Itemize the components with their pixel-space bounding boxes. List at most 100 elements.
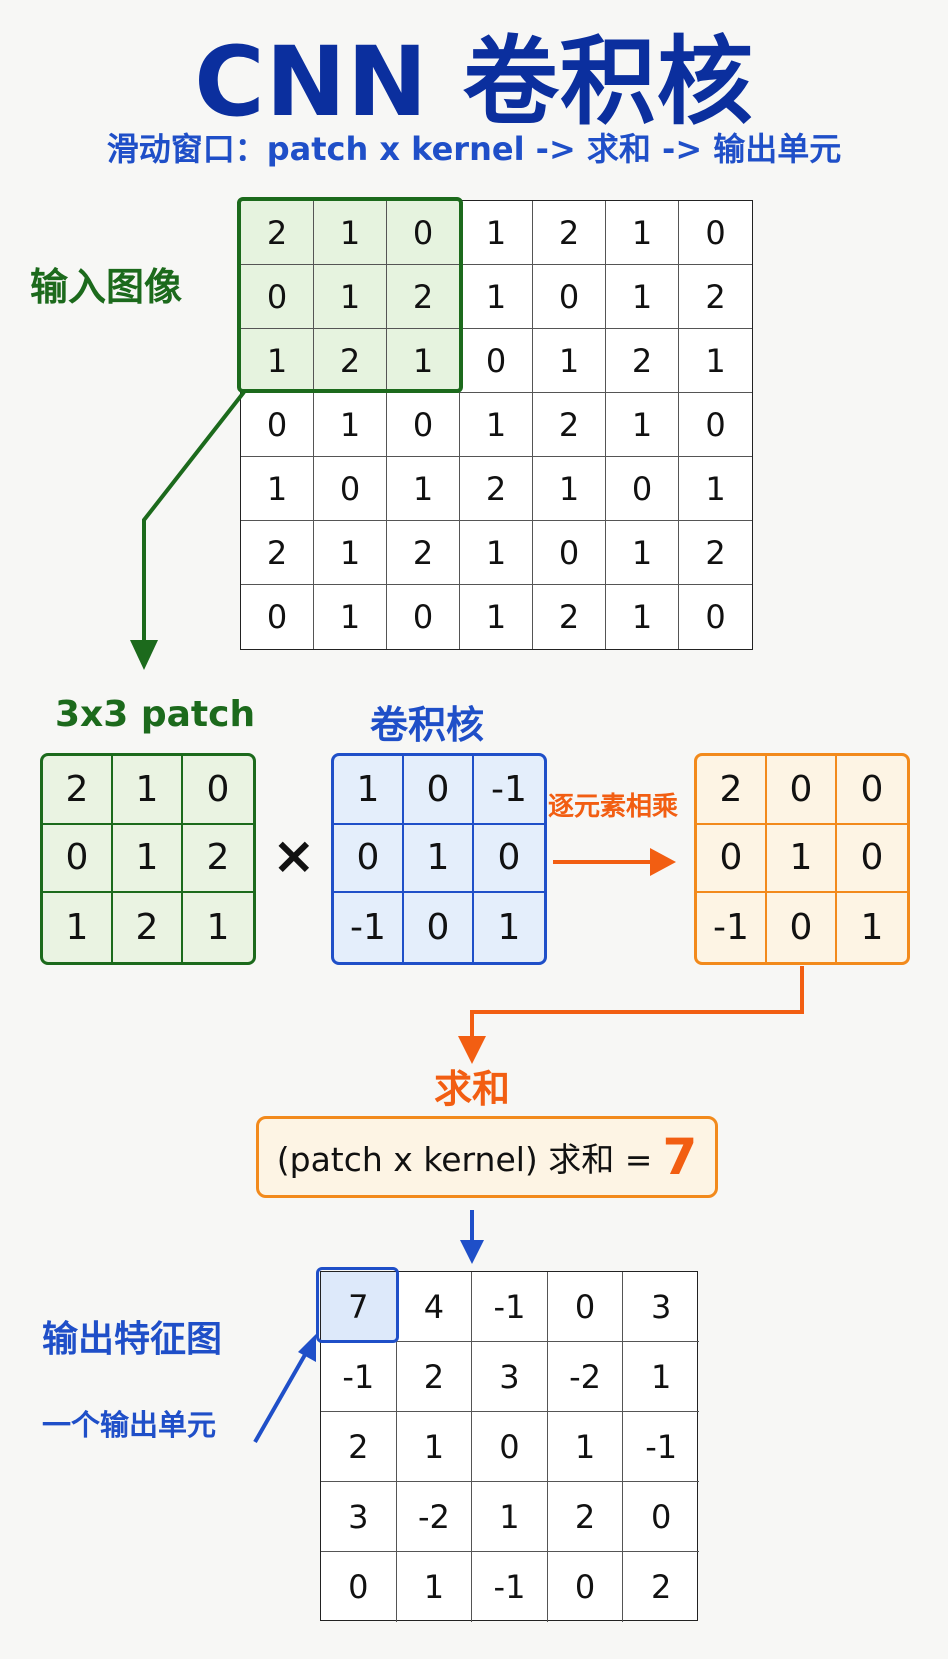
- output-cell: 2: [321, 1412, 397, 1482]
- output-cell: -1: [321, 1342, 397, 1412]
- product-cell: 0: [767, 756, 837, 825]
- output-cell: 1: [623, 1342, 699, 1412]
- output-cell: 0: [472, 1412, 548, 1482]
- kernel-cell: 1: [497, 907, 521, 949]
- output-cell: 1: [397, 1552, 473, 1622]
- output-cell: -1: [472, 1552, 548, 1622]
- patch-cell: 0: [43, 824, 113, 894]
- kernel-label: 卷积核: [370, 703, 485, 747]
- input-cell: 1: [314, 521, 387, 585]
- output-cell: 4: [396, 1272, 473, 1342]
- sum-label: 求和: [434, 1067, 511, 1111]
- input-cell: 1: [606, 585, 679, 649]
- input-cell: 2: [533, 585, 606, 649]
- input-cell: 0: [241, 265, 314, 329]
- output-unit-pointer-arrow: [253, 1345, 312, 1443]
- input-cell: 0: [314, 457, 387, 521]
- kernel-cell: -1: [474, 756, 544, 825]
- output-cell: -1: [623, 1412, 699, 1482]
- sum-expression-text: (patch x kernel) 求和 =: [276, 1140, 653, 1179]
- product-cell: 1: [860, 907, 884, 949]
- sum-expression-box: (patch x kernel) 求和 = 7: [256, 1116, 718, 1198]
- output-cell: 0: [321, 1552, 397, 1622]
- output-cell: 2: [547, 1482, 624, 1552]
- input-cell: 1: [460, 521, 533, 585]
- input-cell: 1: [314, 265, 387, 329]
- kernel-cell: 1: [334, 756, 404, 825]
- input-cell: 2: [387, 265, 460, 329]
- patch-cell: 2: [113, 893, 183, 962]
- kernel-cell: 0: [474, 825, 544, 894]
- kernel-cell: 0: [334, 824, 404, 894]
- output-unit-label: 一个输出单元: [42, 1408, 217, 1442]
- input-cell: 0: [533, 521, 606, 585]
- input-cell: 1: [241, 329, 314, 393]
- kernel-cell: 0: [404, 756, 474, 825]
- patch-arrowhead: [130, 640, 158, 670]
- output-cell: 0: [623, 1482, 699, 1552]
- output-cell: -2: [396, 1482, 473, 1552]
- patch-cell: 2: [183, 825, 253, 894]
- patch-to-extract-arrow: [142, 390, 246, 648]
- input-cell: 0: [387, 393, 460, 457]
- output-cell: 1: [472, 1482, 548, 1552]
- input-cell: 1: [460, 265, 533, 329]
- patch-cell: 0: [183, 756, 253, 825]
- input-cell: 1: [606, 201, 679, 265]
- input-cell: 1: [679, 329, 752, 393]
- input-cell: 0: [241, 393, 314, 457]
- input-cell: 1: [460, 585, 533, 649]
- input-cell: 1: [387, 329, 460, 393]
- input-image-label: 输入图像: [30, 265, 183, 309]
- output-arrowhead: [460, 1240, 484, 1264]
- input-cell: 1: [606, 521, 679, 585]
- input-cell: 0: [387, 201, 460, 265]
- patch-cell: 1: [206, 907, 230, 949]
- output-cell: 3: [321, 1482, 397, 1552]
- input-cell: 0: [606, 457, 679, 521]
- output-cell: 2: [650, 1568, 672, 1606]
- input-cell: 2: [679, 265, 752, 329]
- patch-cell: 1: [43, 893, 113, 962]
- product-to-sum-arrow: [470, 966, 804, 1040]
- output-cell: 2: [396, 1342, 473, 1412]
- product-cell: 2: [697, 756, 767, 825]
- input-cell: 2: [533, 393, 606, 457]
- input-cell: 1: [533, 329, 606, 393]
- elementwise-label: 逐元素相乘: [548, 792, 679, 822]
- patch-cell: 2: [43, 756, 113, 825]
- input-cell: 2: [241, 521, 314, 585]
- input-cell: 2: [387, 521, 460, 585]
- input-cell: 0: [241, 585, 314, 649]
- input-cell: 2: [606, 329, 679, 393]
- sum-arrowhead: [458, 1036, 486, 1064]
- input-cell: 1: [606, 265, 679, 329]
- input-cell: 1: [460, 393, 533, 457]
- output-unit-pointer-head: [298, 1334, 316, 1362]
- input-cell: 1: [533, 457, 606, 521]
- output-map-label: 输出特征图: [42, 1319, 223, 1360]
- input-cell: 1: [460, 201, 533, 265]
- input-cell: 0: [679, 201, 752, 265]
- input-cell: 1: [606, 393, 679, 457]
- patch-cell: 1: [113, 824, 183, 894]
- elementwise-arrowhead: [650, 848, 676, 876]
- multiply-symbol: ×: [272, 826, 316, 886]
- page-title: CNN 卷积核: [194, 26, 754, 138]
- input-cell: 2: [241, 201, 314, 265]
- output-cell: -1: [472, 1272, 548, 1342]
- kernel-cell: -1: [334, 893, 404, 962]
- sum-result: 7: [662, 1128, 698, 1186]
- input-cell: 1: [241, 457, 314, 521]
- input-cell: 1: [314, 201, 387, 265]
- input-cell: 2: [460, 457, 533, 521]
- output-cell: 0: [547, 1272, 624, 1342]
- product-cell: 0: [767, 893, 837, 962]
- input-cell: 1: [314, 393, 387, 457]
